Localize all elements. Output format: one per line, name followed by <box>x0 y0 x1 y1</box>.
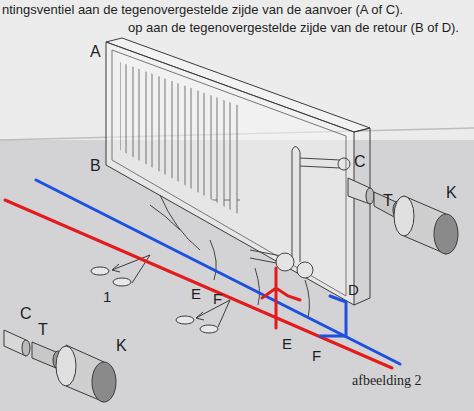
part-letter: D <box>348 282 359 297</box>
callout-number: 1 <box>103 289 111 304</box>
colored-pipes <box>5 180 400 368</box>
figure-caption: afbeelding 2 <box>350 373 424 388</box>
part-letter: E <box>191 286 201 301</box>
return-line <box>36 180 400 364</box>
valve-right <box>348 178 458 254</box>
part-letter: C <box>20 306 32 322</box>
return-riser <box>320 296 346 336</box>
supply-riser <box>262 268 300 328</box>
part-letter: T <box>383 193 393 209</box>
part-letter: B <box>90 158 101 174</box>
instruction-text: op aan de tegenovergestelde zijde van de… <box>128 21 459 34</box>
part-letter: K <box>116 338 127 354</box>
part-letter: C <box>354 154 366 170</box>
supply-line <box>5 200 392 368</box>
part-letter: E <box>282 336 292 351</box>
valve-left <box>4 330 116 402</box>
part-letter: T <box>38 322 48 338</box>
part-letter: F <box>213 291 222 306</box>
radiator-panel <box>106 38 370 305</box>
connection-pipes <box>150 146 350 318</box>
part-letter: F <box>312 348 321 363</box>
part-letter: A <box>90 44 101 60</box>
part-letter: K <box>446 185 457 201</box>
radiator-fins <box>120 62 240 215</box>
instruction-text: ntingsventiel aan de tegenovergestelde z… <box>2 3 403 16</box>
